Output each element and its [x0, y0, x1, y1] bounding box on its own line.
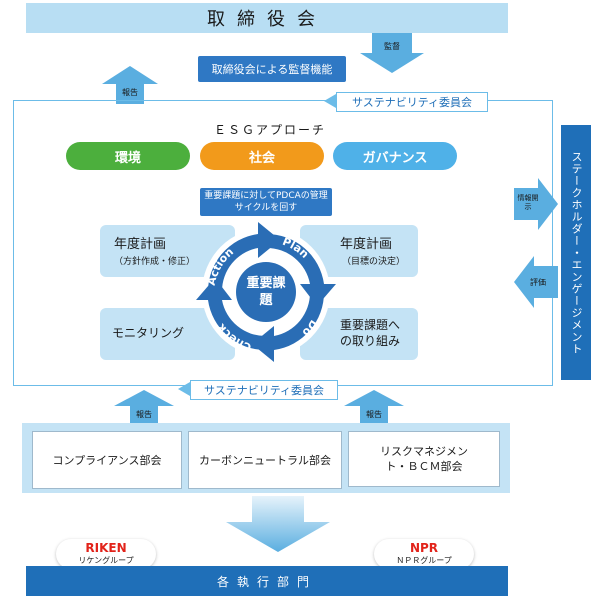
disclosure-arrow [514, 178, 558, 230]
execution-down-arrow [226, 496, 330, 552]
report-arrow-top [102, 66, 158, 104]
npr-logo: NPR [409, 541, 439, 555]
disclosure-label: 情報開示 [517, 194, 539, 211]
npr-group-label: ＮＰＲグループ [396, 556, 452, 565]
risk-bcm-committee: リスクマネジメント・ＢＣＭ部会 [348, 431, 500, 487]
esg-social-pill: 社会 [200, 142, 324, 170]
monitoring-box: モニタリング [100, 308, 235, 360]
committee-top-arrowhead [324, 94, 336, 108]
evaluation-label: 評価 [530, 277, 546, 287]
annual-plan-left-sub: （方針作成・修正） [114, 257, 196, 267]
sustainability-committee-top: サステナビリティ委員会 [336, 92, 488, 112]
supervision-label: 監督 [384, 41, 400, 51]
initiative-box: 重要課題への取り組み [300, 308, 418, 360]
annual-plan-right-title: 年度計画 [340, 237, 393, 252]
pdca-arrow-action [207, 222, 280, 292]
npr-logo-badge: NPR ＮＰＲグループ [374, 539, 474, 569]
pdca-cycle: Action Plan Do Check [196, 222, 336, 362]
report-label-right: 報告 [366, 409, 382, 419]
annual-plan-right-box: 年度計画 （目標の決定） [300, 225, 418, 277]
riken-group-label: リケングループ [78, 556, 134, 565]
report-label-top: 報告 [122, 87, 138, 97]
pdca-arrow-do [252, 292, 325, 362]
report-arrow-right [344, 390, 404, 424]
riken-logo: RIKEN [85, 541, 127, 555]
report-arrow-left [114, 390, 174, 424]
monitoring-label: モニタリング [112, 326, 185, 340]
annual-plan-left-title: 年度計画 [114, 237, 167, 252]
report-label-left: 報告 [136, 409, 152, 419]
initiative-label: 重要課題への取り組み [340, 318, 401, 348]
sustainability-committee-bottom: サステナビリティ委員会 [190, 380, 338, 400]
pdca-arrow-check [196, 278, 266, 351]
riken-logo-badge: RIKEN リケングループ [56, 539, 156, 569]
annual-plan-right-sub: （目標の決定） [342, 257, 406, 267]
committee-bottom-arrowhead [178, 382, 190, 396]
compliance-committee: コンプライアンス部会 [32, 431, 182, 489]
carbon-neutral-committee: カーボンニュートラル部会 [188, 431, 342, 489]
pdca-note: 重要課題に対してPDCAの管理サイクルを回す [200, 188, 332, 216]
pdca-center-label: 重要課題 [246, 276, 286, 308]
esg-approach-title: ＥＳＧアプローチ [213, 123, 326, 137]
supervision-arrow [360, 33, 424, 73]
board-oversight-box: 取締役会による監督機能 [198, 56, 346, 82]
evaluation-arrow [514, 256, 558, 308]
esg-environment-pill: 環境 [66, 142, 190, 170]
esg-governance-pill: ガバナンス [333, 142, 457, 170]
stakeholder-engagement-bar: ステークホルダー・エンゲージメント [561, 125, 591, 380]
pdca-arrow-plan [266, 233, 336, 306]
board-of-directors: 取締役会 [26, 3, 508, 33]
execution-departments-bar: 各執行部門 [26, 566, 508, 596]
pdca-center-circle [236, 262, 296, 322]
